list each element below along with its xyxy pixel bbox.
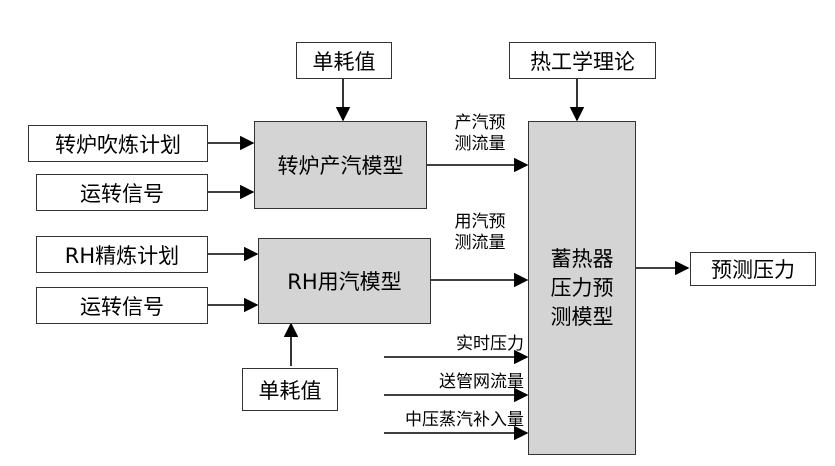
rh-steam-model: RH用汽模型 [258,238,431,324]
steam-usage-line1: 用汽预 [454,212,506,232]
mp-steam-supplement-label: 中压蒸汽补入量 [405,410,524,430]
predicted-pressure-box: 预测压力 [690,252,816,286]
accumulator-label-line2: 压力预 [550,275,614,300]
accumulator-label-line3: 测模型 [550,304,614,329]
rh-plan-box: RH精炼计划 [36,236,208,273]
accumulator-pressure-model: 蓄热器 压力预 测模型 [528,121,636,455]
converter-steam-model: 转炉产汽模型 [254,121,427,209]
converter-plan-box: 转炉吹炼计划 [28,125,208,162]
pipe-network-flow-label: 送管网流量 [439,372,524,392]
steam-usage-line2: 测流量 [454,233,506,253]
realtime-pressure-label: 实时压力 [456,334,524,354]
steam-production-line2: 测流量 [454,134,506,154]
converter-signal-box: 运转信号 [36,174,208,211]
steam-usage-flow-label: 用汽预 测流量 [440,212,520,254]
unit-consumption-box-bottom: 单耗值 [242,368,338,411]
steam-production-line1: 产汽预 [454,113,506,133]
rh-signal-box: 运转信号 [36,287,208,324]
steam-production-flow-label: 产汽预 测流量 [440,113,520,155]
thermo-theory-box: 热工学理论 [509,42,656,79]
accumulator-label-line1: 蓄热器 [550,246,614,271]
unit-consumption-box-top: 单耗值 [296,42,392,79]
